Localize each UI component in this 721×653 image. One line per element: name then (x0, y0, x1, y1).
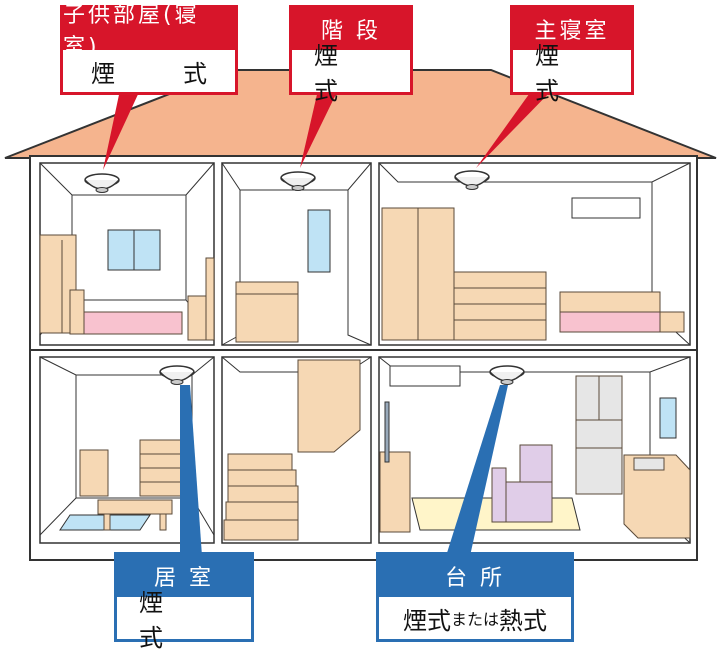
upper-flight (297, 359, 361, 453)
callout-pointer (300, 90, 338, 168)
window (659, 397, 677, 439)
label-title: 居 室 (117, 555, 251, 597)
stair-step (227, 469, 297, 487)
smoke-detector-icon (159, 365, 195, 385)
room-kitchen (378, 356, 691, 544)
range-hood (389, 365, 461, 387)
detector-type-smoke: 煙式 (402, 606, 451, 635)
smoke-detector-icon (84, 173, 120, 193)
room-stairs-upper (221, 162, 372, 346)
stair-step (223, 519, 299, 541)
tv-stand (379, 451, 411, 533)
detector-type: 煙 式 (513, 42, 631, 105)
callout-pointer (476, 90, 552, 168)
stair-step (227, 453, 293, 471)
label-title: 主寝室 (513, 8, 631, 50)
stair-step (225, 501, 299, 521)
smoke-detector-icon (280, 171, 316, 191)
label-stairs: 階 段 煙 式 (289, 5, 413, 105)
window (307, 209, 331, 273)
smoke-detector-icon (489, 365, 525, 385)
low-table (97, 499, 173, 515)
stair-step (227, 485, 299, 503)
house-diagram (4, 69, 717, 561)
detector-type: 煙 式 (292, 42, 410, 105)
cabinet (235, 281, 299, 343)
room-kids (39, 162, 215, 346)
label-living-room: 居 室 煙 式 (114, 552, 254, 652)
label-master-bedroom: 主寝室 煙 式 (510, 5, 634, 105)
label-title: 階 段 (292, 8, 410, 50)
headboard (559, 291, 661, 315)
smoke-detector-icon (454, 170, 490, 190)
kitchen-counter (623, 454, 691, 539)
room-stairs-lower (221, 356, 372, 544)
label-kids-room: 子供部屋(寝室) 煙 式 (60, 3, 238, 95)
air-conditioner (571, 197, 641, 219)
label-kitchen: 台 所 煙式 または 熱式 (376, 552, 574, 642)
callout-pointer (103, 90, 140, 170)
callout-pointer (446, 385, 508, 556)
cabinet (79, 449, 109, 497)
callout-pointer (180, 385, 202, 556)
bed (69, 311, 183, 335)
detector-type: 煙 式 (117, 589, 251, 652)
detector-type: 煙式 または 熱式 (379, 597, 571, 639)
detector-type: 煙 式 (63, 50, 235, 92)
label-title: 台 所 (379, 555, 571, 597)
room-master-bedroom (378, 162, 691, 346)
detector-type-heat: 熱式 (499, 606, 547, 635)
chest (453, 271, 547, 341)
detector-type-or: または (450, 610, 499, 629)
label-title: 子供部屋(寝室) (63, 3, 235, 60)
